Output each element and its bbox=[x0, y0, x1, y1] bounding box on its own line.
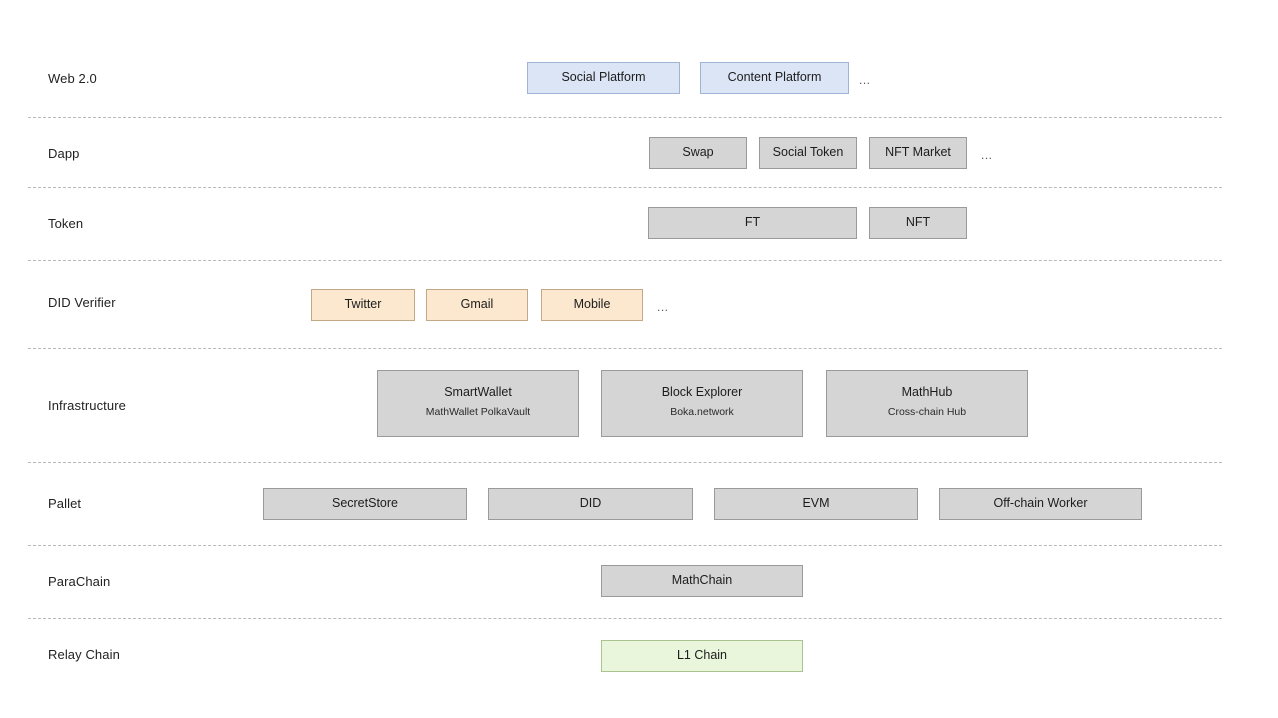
ellipsis-web-2-0: ... bbox=[859, 73, 871, 87]
separator-6 bbox=[28, 545, 1222, 546]
node-title: Swap bbox=[682, 145, 714, 160]
node-title: Off-chain Worker bbox=[993, 496, 1088, 511]
node-swap[interactable]: Swap bbox=[649, 137, 747, 169]
node-title: EVM bbox=[802, 496, 830, 511]
node-mathhub[interactable]: MathHub Cross-chain Hub bbox=[826, 370, 1028, 437]
node-evm[interactable]: EVM bbox=[714, 488, 918, 520]
separator-4 bbox=[28, 348, 1222, 349]
node-title: SmartWallet bbox=[444, 385, 512, 400]
node-subtitle: Boka.network bbox=[670, 406, 734, 419]
layer-label-parachain: ParaChain bbox=[48, 574, 111, 589]
node-content-platform[interactable]: Content Platform bbox=[700, 62, 849, 94]
node-ft[interactable]: FT bbox=[648, 207, 857, 239]
separator-1 bbox=[28, 117, 1222, 118]
node-title: Mobile bbox=[573, 297, 611, 312]
node-smartwallet[interactable]: SmartWallet MathWallet PolkaVault bbox=[377, 370, 579, 437]
separator-3 bbox=[28, 260, 1222, 261]
layer-label-web-2-0: Web 2.0 bbox=[48, 71, 97, 86]
separator-7 bbox=[28, 618, 1222, 619]
layer-label-pallet: Pallet bbox=[48, 496, 82, 511]
node-title: NFT bbox=[905, 215, 931, 230]
node-secretstore[interactable]: SecretStore bbox=[263, 488, 467, 520]
node-title: FT bbox=[744, 215, 761, 230]
node-nft-market[interactable]: NFT Market bbox=[869, 137, 967, 169]
layer-label-did-verifier: DID Verifier bbox=[48, 295, 116, 310]
node-title: Block Explorer bbox=[661, 385, 743, 400]
node-subtitle: Cross-chain Hub bbox=[887, 406, 967, 419]
node-title: NFT Market bbox=[885, 145, 951, 160]
node-title: Gmail bbox=[460, 297, 494, 312]
node-twitter[interactable]: Twitter bbox=[311, 289, 415, 321]
separator-2 bbox=[28, 187, 1222, 188]
node-title: MathChain bbox=[671, 573, 733, 588]
node-gmail[interactable]: Gmail bbox=[426, 289, 528, 321]
node-did[interactable]: DID bbox=[488, 488, 693, 520]
node-title: Content Platform bbox=[727, 70, 822, 85]
node-nft[interactable]: NFT bbox=[869, 207, 967, 239]
node-title: MathHub bbox=[901, 385, 953, 400]
node-mathchain[interactable]: MathChain bbox=[601, 565, 803, 597]
node-block-explorer[interactable]: Block Explorer Boka.network bbox=[601, 370, 803, 437]
separator-5 bbox=[28, 462, 1222, 463]
node-off-chain-worker[interactable]: Off-chain Worker bbox=[939, 488, 1142, 520]
node-title: DID bbox=[579, 496, 602, 511]
layer-label-relay-chain: Relay Chain bbox=[48, 647, 120, 662]
ellipsis-did-verifier: ... bbox=[657, 300, 669, 314]
ellipsis-dapp: ... bbox=[981, 148, 993, 162]
node-subtitle: MathWallet PolkaVault bbox=[425, 406, 531, 419]
node-l1-chain[interactable]: L1 Chain bbox=[601, 640, 803, 672]
layer-label-infrastructure: Infrastructure bbox=[48, 398, 126, 413]
layer-label-dapp: Dapp bbox=[48, 146, 80, 161]
node-social-token[interactable]: Social Token bbox=[759, 137, 857, 169]
node-title: Twitter bbox=[344, 297, 382, 312]
node-title: Social Token bbox=[772, 145, 844, 160]
layer-label-token: Token bbox=[48, 216, 84, 231]
node-social-platform[interactable]: Social Platform bbox=[527, 62, 680, 94]
node-title: L1 Chain bbox=[676, 648, 728, 663]
node-mobile[interactable]: Mobile bbox=[541, 289, 643, 321]
node-title: Social Platform bbox=[561, 70, 646, 85]
node-title: SecretStore bbox=[331, 496, 398, 511]
